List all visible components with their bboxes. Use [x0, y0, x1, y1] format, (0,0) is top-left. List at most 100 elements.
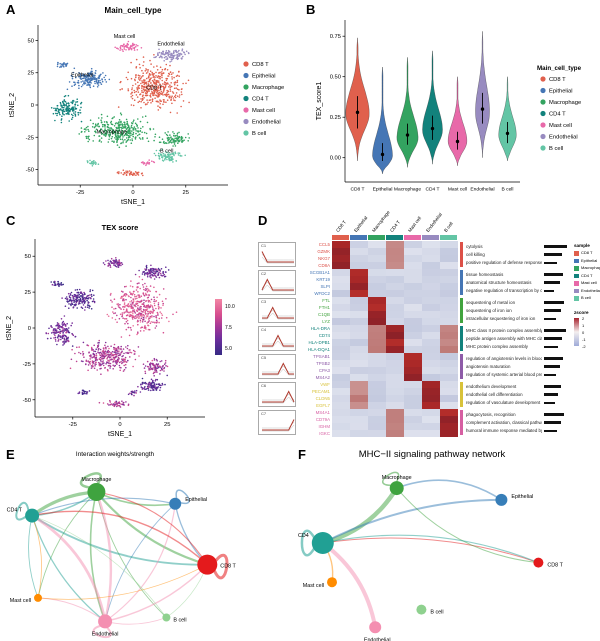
- heatmap-cell: [332, 255, 350, 262]
- y-tick-label: -50: [23, 398, 31, 404]
- trend-box-label: C4: [261, 327, 267, 332]
- legend-label: B cell: [549, 146, 563, 152]
- heatmap-cell: [440, 283, 458, 290]
- go-term: sequestering of iron ion: [466, 307, 512, 313]
- column-color-strip: [368, 235, 385, 240]
- violin-shape: [396, 57, 419, 168]
- column-color-strip: [404, 235, 421, 240]
- heatmap-cell: [332, 339, 350, 346]
- x-tick-label: 25: [183, 190, 189, 196]
- network-edge: [95, 491, 208, 566]
- heatmap-cell: [422, 409, 440, 416]
- heatmap-cell: [368, 430, 386, 437]
- violin-median-dot: [380, 152, 385, 157]
- network-edge: [31, 510, 208, 566]
- legend-swatch: [540, 122, 546, 128]
- heatmap-cell: [332, 367, 350, 374]
- network-edge: [395, 479, 503, 501]
- go-bar: [544, 317, 556, 321]
- heatmap-cell: [422, 416, 440, 423]
- network-self-loop: [92, 625, 112, 639]
- node-label: Epithelial: [511, 494, 533, 500]
- trend-sparkline: [262, 362, 294, 376]
- heatmap-cell: [440, 262, 458, 269]
- group-bar: [460, 298, 463, 323]
- gene-label: CLDN5: [315, 396, 330, 401]
- colorbar: [215, 299, 222, 355]
- x-tick-label: -25: [76, 190, 84, 196]
- heatmap-cell: [332, 262, 350, 269]
- network-node: [87, 483, 106, 501]
- go-term: anatomical structure homeostasis: [466, 279, 532, 285]
- go-bar: [544, 289, 554, 293]
- cluster-label: Mast cell: [114, 34, 136, 40]
- node-label: Epithelial: [185, 497, 207, 503]
- go-bar: [544, 301, 565, 304]
- heatmap-cell: [422, 325, 440, 332]
- gene-label: CPA3: [318, 368, 330, 373]
- heatmap-cell: [386, 304, 404, 311]
- network-node: [169, 497, 182, 510]
- heatmap-cell: [368, 416, 386, 423]
- gene-label: CD8A: [318, 263, 330, 268]
- colorbar-tick-label: 5.0: [225, 346, 232, 352]
- heatmap-cell: [332, 402, 350, 409]
- heatmap-cell: [350, 430, 368, 437]
- go-bar: [544, 329, 566, 332]
- heatmap-cell: [350, 290, 368, 297]
- heatmap-cell: [404, 262, 422, 269]
- heatmap-cell: [440, 318, 458, 325]
- y-tick-label: 0.75: [330, 34, 341, 40]
- cluster-label: Macrophage: [97, 129, 128, 135]
- sample-legend-swatch: [574, 288, 579, 293]
- sample-legend-label: B cell: [581, 295, 591, 300]
- column-label: B cell: [443, 221, 454, 233]
- heatmap-cell: [332, 276, 350, 283]
- legend-swatch: [540, 76, 546, 82]
- network-self-loop: [300, 529, 315, 557]
- network-edge: [30, 514, 107, 623]
- heatmap-cell: [404, 381, 422, 388]
- heatmap-cell: [386, 381, 404, 388]
- heatmap-cell: [368, 241, 386, 248]
- heatmap-cell: [386, 283, 404, 290]
- network-edge: [31, 497, 176, 517]
- network-edge: [89, 491, 106, 623]
- go-term: regulation of angiotensin levels in bloo…: [466, 355, 542, 361]
- violin-median-dot: [505, 131, 510, 136]
- heatmap-cell: [422, 283, 440, 290]
- y-tick-label: 0.00: [330, 156, 341, 162]
- heatmap-cell: [350, 255, 368, 262]
- trend-sparkline: [261, 251, 294, 264]
- gene-label: IGHM: [318, 424, 330, 429]
- node-label: B cell: [430, 610, 443, 616]
- heatmap-cell: [350, 360, 368, 367]
- heatmap-cell: [350, 409, 368, 416]
- network-node: [34, 593, 42, 602]
- heatmap-cell: [404, 255, 422, 262]
- heatmap-cell: [332, 241, 350, 248]
- gene-label: IGKC: [319, 431, 330, 436]
- network-edge: [95, 490, 113, 623]
- go-term: endothelium development: [466, 383, 517, 389]
- heatmap-cell: [368, 374, 386, 381]
- heatmap-cell: [386, 402, 404, 409]
- heatmap-cell: [386, 269, 404, 276]
- heatmap-cell: [332, 381, 350, 388]
- heatmap-cell: [350, 248, 368, 255]
- heatmap-cell: [440, 430, 458, 437]
- heatmap-cell: [368, 346, 386, 353]
- legend-label: Epithelial: [252, 74, 276, 80]
- sample-legend-swatch: [574, 281, 579, 286]
- heatmap-cell: [368, 381, 386, 388]
- network-node: [25, 508, 40, 523]
- go-bar: [544, 421, 561, 424]
- heatmap-cell: [386, 353, 404, 360]
- heatmap-cell: [386, 255, 404, 262]
- heatmap-cell: [368, 304, 386, 311]
- legend-title: Main_cell_type: [537, 65, 582, 72]
